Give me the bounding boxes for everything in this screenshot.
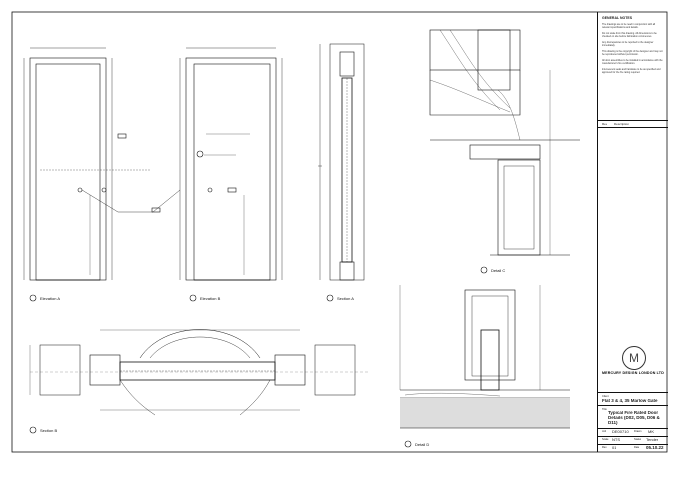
- section-b-label: Section B: [40, 428, 57, 433]
- elevation-b-label: Elevation B: [200, 296, 221, 301]
- drawn-label: Drawn: [634, 430, 642, 433]
- job-label: Job: [602, 430, 607, 433]
- elevation-a-label: Elevation A: [40, 296, 60, 301]
- detail-c-marker: [480, 266, 488, 274]
- rev-col-header: Rev: [602, 122, 608, 126]
- rev-value: 01: [612, 446, 617, 450]
- title-line-1: Typical Fire Rated Door: [608, 411, 659, 415]
- title-block: GENERAL NOTES The drawings are to be rea…: [597, 12, 668, 452]
- note-5: All door assemblies to be installed in a…: [602, 59, 663, 65]
- title-line-3: D11): [608, 421, 618, 425]
- section-b-drawing: [29, 329, 370, 416]
- elevation-a-marker: [29, 294, 37, 302]
- status-label: Status: [634, 438, 642, 441]
- section-b-marker: [29, 426, 37, 434]
- elevation-b-marker: [189, 294, 197, 302]
- job-value: DE00710: [612, 430, 629, 434]
- section-a-drawing: [318, 43, 365, 281]
- detail-c-drawing: [429, 29, 580, 256]
- detail-d-drawing: [399, 285, 570, 429]
- detail-d-label: Detail D: [415, 442, 429, 447]
- title-label: Title: [602, 408, 607, 411]
- note-3: Any discrepancies to be reported to the …: [602, 41, 654, 47]
- detail-c-label: Detail C: [491, 268, 505, 273]
- scale-label: Scale: [602, 438, 609, 441]
- client-label: Client: [602, 395, 609, 398]
- rev-label: Rev: [602, 446, 607, 449]
- scale-value: NTS: [612, 438, 620, 442]
- section-a-label: Section A: [337, 296, 354, 301]
- note-1: The drawings are to be read in conjuncti…: [602, 23, 656, 29]
- drawn-value: MK: [648, 430, 654, 434]
- detail-d-marker: [404, 440, 412, 448]
- date-label: Date: [634, 446, 640, 449]
- note-4: This drawing is the copyright of the des…: [602, 50, 663, 56]
- date-value: 05.10.22: [646, 446, 664, 450]
- client-value: Flat 3 & 4, 35 Marlow Gate: [602, 399, 658, 403]
- status-value: Tender: [646, 438, 659, 442]
- company-name: MERCURY DESIGN LONDON LTD: [601, 371, 665, 375]
- section-a-marker: [326, 294, 334, 302]
- note-2: Do not scale from this drawing. All dime…: [602, 32, 657, 38]
- title-line-2: Details (D02, D05, D06 &: [608, 416, 660, 420]
- elevation-a-drawing: [23, 47, 181, 281]
- desc-col-header: Description: [614, 122, 630, 126]
- company-logo: M: [622, 346, 646, 370]
- notes-title: GENERAL NOTES: [602, 16, 633, 20]
- note-6: Intumescent seals and hardware to be as …: [602, 68, 661, 74]
- elevation-b-drawing: [179, 47, 283, 281]
